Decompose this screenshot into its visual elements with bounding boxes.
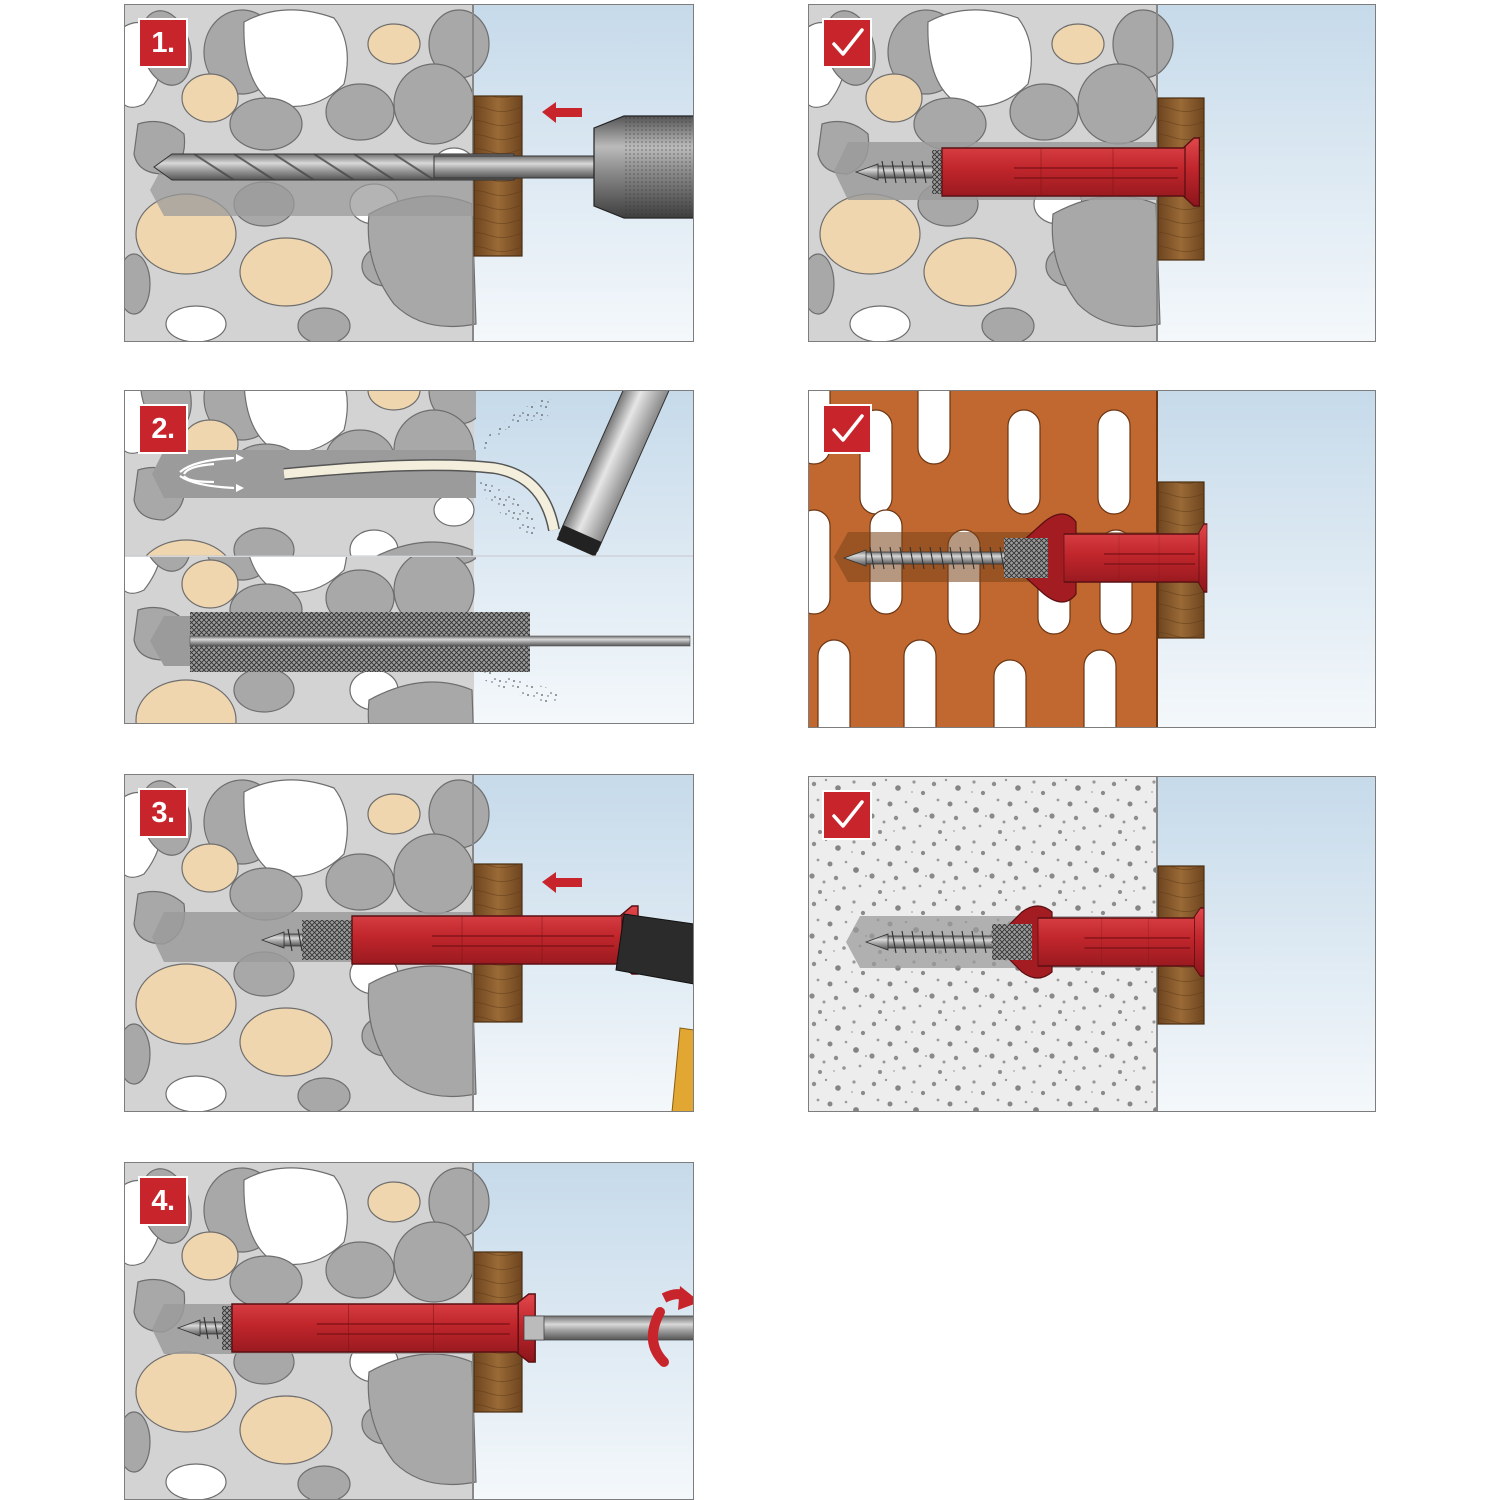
step-3-panel: 3. <box>124 774 694 1112</box>
checkmark-icon <box>822 790 872 840</box>
step-number-badge: 3. <box>138 788 188 838</box>
nylon-plug <box>302 905 639 975</box>
push-arrow-icon <box>542 102 582 123</box>
step-2-panel: 2. <box>124 390 694 724</box>
drilling-illustration <box>124 4 694 342</box>
blow-pump <box>556 390 672 557</box>
air-flow-arrows-icon <box>179 456 235 490</box>
nylon-plug <box>1003 513 1208 603</box>
push-arrow-icon <box>542 872 582 893</box>
drill-chuck <box>593 115 694 219</box>
installed-in-stone-illustration <box>808 4 1376 342</box>
step-number-badge: 2. <box>138 404 188 454</box>
installed-in-aerated-concrete-illustration <box>808 776 1376 1112</box>
screwdriver <box>523 1315 694 1341</box>
cleaning-illustration <box>124 390 694 724</box>
step-number-badge: 4. <box>138 1176 188 1226</box>
nylon-plug <box>991 905 1205 979</box>
nylon-plug <box>222 1293 536 1363</box>
nylon-plug <box>932 137 1201 207</box>
result-solid-stone-panel <box>808 4 1376 342</box>
drill-bit <box>153 153 605 181</box>
result-perforated-brick-panel <box>808 390 1376 728</box>
rotate-arrow-icon <box>648 1286 694 1367</box>
checkmark-icon <box>822 18 872 68</box>
step-4-panel: 4. <box>124 1162 694 1500</box>
step-1-panel: 1. <box>124 4 694 342</box>
step-number-badge: 1. <box>138 18 188 68</box>
result-aerated-concrete-panel <box>808 776 1376 1112</box>
installed-in-perforated-brick-illustration <box>808 390 1376 728</box>
hammer <box>615 913 694 1112</box>
insert-plug-illustration <box>124 774 694 1112</box>
tighten-screw-illustration <box>124 1162 694 1500</box>
cleaning-brush <box>189 612 691 672</box>
checkmark-icon <box>822 404 872 454</box>
